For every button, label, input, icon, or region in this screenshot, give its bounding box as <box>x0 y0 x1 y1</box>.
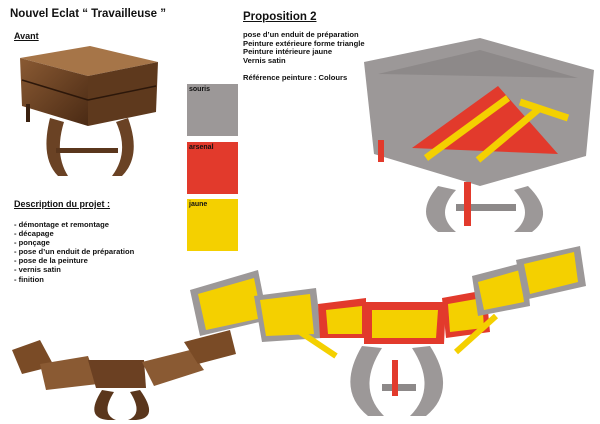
description-item: - démontage et remontage <box>14 220 109 229</box>
proposition-title: Proposition 2 <box>243 11 317 23</box>
proposition-line: pose d’un enduit de préparation <box>243 30 359 39</box>
description-item: - décapage <box>14 229 54 239</box>
page-title: Nouvel Eclat “ Travailleuse ” <box>10 8 166 20</box>
photo-sewing-box-open <box>12 330 236 420</box>
proposition-line: Peinture extérieure forme triangle <box>243 38 365 48</box>
description-item: - pose de la peinture <box>14 256 88 266</box>
description-list: - démontage et remontage - décapage - po… <box>14 220 134 284</box>
swatch-label: arsenal <box>189 144 214 151</box>
description-item: - ponçage <box>14 238 50 248</box>
description-item: - vernis satin <box>14 265 61 275</box>
proposition-line: Peinture intérieure jaune <box>243 47 333 57</box>
proposition-line: Vernis satin <box>243 55 286 65</box>
swatch-label: souris <box>189 86 211 93</box>
proposition-lines: pose d’un enduit de préparation Peinture… <box>243 30 365 65</box>
description-title: Description du projet : <box>14 199 111 209</box>
avant-label: Avant <box>14 31 39 41</box>
swatch-souris: souris <box>187 84 238 136</box>
swatch-arsenal: arsenal <box>187 142 238 194</box>
description-item: - finition <box>14 274 44 284</box>
photo-sewing-box-closed <box>20 46 158 176</box>
illustration-box-closed <box>364 38 594 232</box>
swatch-jaune: jaune <box>187 199 238 251</box>
illustration-box-open <box>190 246 586 416</box>
description-item: - pose d’un enduit de préparation <box>14 247 135 257</box>
swatch-label: jaune <box>189 201 208 208</box>
paint-reference: Référence peinture : Colours <box>243 73 348 82</box>
